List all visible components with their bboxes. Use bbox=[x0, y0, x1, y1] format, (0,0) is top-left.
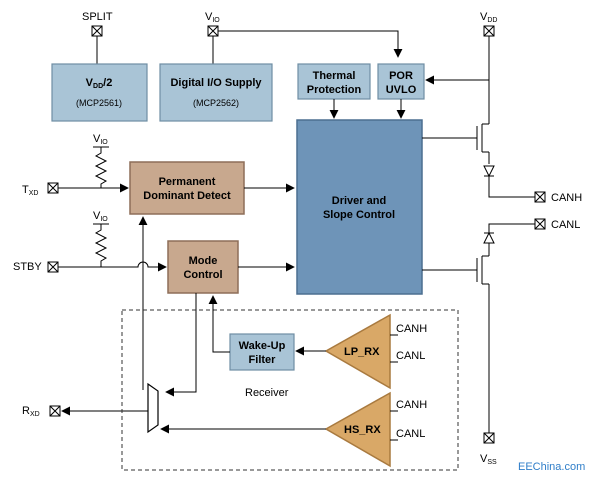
hs-rx-canl-label: CANL bbox=[396, 428, 425, 440]
digital-io-supply-block bbox=[159, 63, 273, 122]
hs-rx-canh-label: CANH bbox=[396, 399, 427, 411]
split-pin-label: SPLIT bbox=[82, 11, 113, 23]
txd-pin-label: TXD bbox=[22, 184, 38, 197]
mode-line1: Mode bbox=[189, 255, 218, 267]
hs-rx-amplifier bbox=[324, 391, 391, 468]
permanent-dominant-detect-block bbox=[129, 161, 245, 215]
canh-out-pin bbox=[534, 191, 546, 203]
vio-pin-label: VIO bbox=[205, 11, 220, 24]
canl-out-pin bbox=[534, 218, 546, 230]
canl-wire bbox=[488, 223, 535, 233]
high-side-diode bbox=[483, 165, 535, 198]
stby-pin bbox=[47, 261, 59, 273]
txd-pin bbox=[47, 182, 59, 194]
mode-line2: Control bbox=[183, 269, 222, 281]
digital-io-supply-note: (MCP2562) bbox=[193, 98, 239, 108]
canh-out-label: CANH bbox=[551, 192, 582, 204]
vdd-half-title: VDD/2 bbox=[86, 77, 113, 90]
low-side-diode bbox=[483, 231, 495, 256]
lp-rx-canl-label: CANL bbox=[396, 350, 425, 362]
thermal-line2: Protection bbox=[307, 84, 362, 96]
low-side-transistor bbox=[422, 255, 490, 433]
wakeup-to-mode-wire bbox=[208, 295, 230, 353]
split-pin bbox=[91, 25, 103, 37]
vdd-half-block bbox=[51, 63, 148, 122]
vio-pullup2-label: VIO bbox=[93, 210, 108, 223]
vss-pin bbox=[483, 432, 495, 444]
thermal-line1: Thermal bbox=[313, 70, 356, 82]
high-side-transistor bbox=[422, 123, 490, 164]
hs-rx-label: HS_RX bbox=[344, 424, 381, 436]
wakeup-line1: Wake-Up bbox=[239, 340, 286, 352]
thermal-protection-block bbox=[297, 63, 371, 100]
canl-out-label: CANL bbox=[551, 219, 580, 231]
rxd-pin-label: RXD bbox=[22, 405, 40, 418]
pdd-line1: Permanent bbox=[159, 176, 216, 188]
stby-pin-label: STBY bbox=[13, 261, 42, 273]
vio-pin bbox=[207, 25, 219, 37]
lp-rx-label: LP_RX bbox=[344, 346, 380, 358]
txd-pullup-resistor bbox=[93, 146, 109, 188]
vss-pin-label: VSS bbox=[480, 453, 497, 466]
rxd-pin bbox=[49, 405, 61, 417]
lp-rx-amplifier bbox=[324, 313, 391, 390]
por-line2: UVLO bbox=[386, 84, 417, 96]
vio-to-por-wire bbox=[218, 30, 403, 58]
digital-io-supply-title: Digital I/O Supply bbox=[170, 77, 262, 89]
por-line1: POR bbox=[389, 70, 413, 82]
pdd-line2: Dominant Detect bbox=[143, 190, 231, 202]
driver-slope-control-block bbox=[296, 119, 423, 295]
mode-to-mux-wire bbox=[165, 293, 197, 397]
output-multiplexer bbox=[147, 382, 159, 434]
lp-rx-canh-label: CANH bbox=[396, 323, 427, 335]
stby-to-mode-wire bbox=[58, 261, 167, 272]
driver-line2: Slope Control bbox=[323, 209, 395, 221]
wake-up-filter-block bbox=[229, 333, 295, 371]
watermark: EEChina.com bbox=[518, 461, 585, 473]
vdd-half-note: (MCP2561) bbox=[76, 98, 122, 108]
mode-control-block bbox=[167, 240, 239, 294]
vio-pullup1-label: VIO bbox=[93, 133, 108, 146]
stby-pullup-resistor bbox=[93, 223, 109, 267]
vdd-pin-label: VDD bbox=[480, 11, 497, 24]
receiver-label: Receiver bbox=[245, 387, 289, 399]
por-uvlo-block bbox=[377, 63, 425, 100]
driver-line1: Driver and bbox=[332, 195, 386, 207]
wakeup-line2: Filter bbox=[249, 354, 277, 366]
vdd-pin bbox=[483, 25, 495, 37]
receiver-region bbox=[121, 309, 459, 471]
